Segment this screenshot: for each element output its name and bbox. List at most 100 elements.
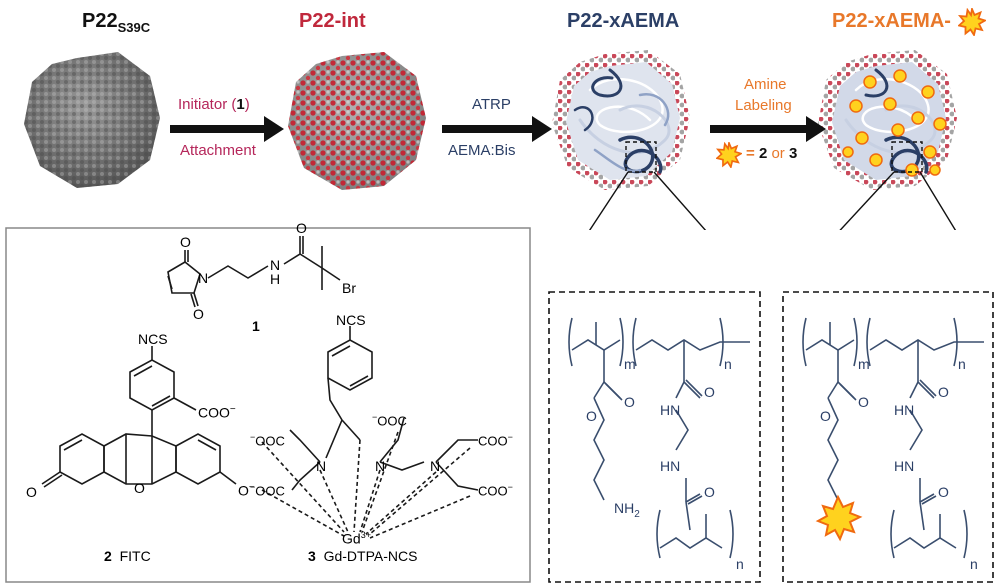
c1-nh-h: H — [270, 271, 281, 287]
c3-n2: N — [375, 458, 386, 474]
compound-box — [5, 227, 531, 583]
poly-right-hn1: HN — [894, 402, 915, 418]
c3-ooc-left: −OOC — [250, 432, 285, 449]
p22-int-title: P22-int — [299, 10, 366, 32]
c3-ooc-left2: −OOC — [250, 482, 285, 499]
poly-left-o-amide1: O — [704, 384, 715, 400]
c2-o-left: O — [26, 484, 37, 500]
capsid-star-labels — [842, 69, 947, 177]
c2-name: FITC — [119, 548, 151, 564]
compound-3-structure — [261, 326, 479, 539]
c3-coo-r1-text: COO — [478, 433, 508, 449]
p22-int-capsid — [288, 52, 426, 190]
c3-ooc-left2-text: OOC — [255, 483, 285, 499]
title-star-icon — [958, 8, 986, 36]
poly-left-hn2: HN — [660, 458, 681, 474]
c2-o-right: O− — [238, 482, 255, 499]
c3-name: Gd-DTPA-NCS — [323, 548, 418, 564]
p22-title-sub: S39C — [117, 20, 151, 35]
poly-right-n-bottom: n — [970, 556, 978, 572]
arrow1-top-pre: Initiator ( — [178, 96, 237, 113]
arrow3-or: or — [771, 145, 785, 162]
poly-left-n-bottom: n — [736, 556, 744, 572]
p22-s39c-title: P22S39C — [82, 10, 150, 35]
arrow3-mid-label: Labeling — [735, 97, 792, 114]
poly-left-hn1: HN — [660, 402, 681, 418]
c1-number: 1 — [252, 318, 260, 334]
c3-coo-r1: COO− — [478, 432, 513, 449]
p22-title-base: P22 — [82, 10, 118, 32]
poly-right-m: m — [858, 356, 870, 372]
c1-br: Br — [342, 280, 356, 296]
arrow3-eq: = — [746, 145, 755, 162]
p22-xaema-labeled-capsid — [818, 50, 957, 190]
arrow3-n2: 2 — [758, 145, 768, 162]
c1-n: N — [198, 270, 209, 286]
polymer-star-icon — [815, 494, 863, 542]
c3-gd-text: Gd — [342, 530, 361, 547]
poly-left-nh2: NH2 — [614, 500, 640, 520]
arrow1-top-label: Initiator (1) — [178, 96, 250, 113]
c2-label: 2 FITC — [104, 548, 151, 564]
c3-n1: N — [316, 458, 327, 474]
c3-ooc-mid: −OOC — [372, 412, 407, 429]
poly-left-n: n — [724, 356, 732, 372]
c3-coo-r2: COO− — [478, 482, 513, 499]
compound-2-structure — [41, 346, 237, 488]
poly-right-o-link: O — [820, 408, 831, 424]
arrow3-top-label: Amine — [744, 76, 787, 93]
polymer-right — [802, 317, 984, 559]
c2-coo: COO− — [198, 404, 236, 421]
p22-xaema-title: P22-xAEMA — [567, 10, 680, 32]
arrow1-top-num: 1 — [236, 96, 245, 113]
c3-label: 3 Gd-DTPA-NCS — [308, 548, 417, 564]
poly-right-o-ester: O — [858, 394, 869, 410]
arrow3-n3: 3 — [788, 145, 798, 162]
poly-right-o-amide1: O — [938, 384, 949, 400]
c3-coo-r2-text: COO — [478, 483, 508, 499]
compound-1-structure — [167, 236, 341, 308]
c1-nh-n: N — [270, 257, 281, 273]
c3-gd-charge: 3+ — [360, 530, 371, 540]
c1-o-bot: O — [193, 306, 204, 322]
poly-right-n: n — [958, 356, 966, 372]
arrow-2 — [442, 116, 552, 142]
c3-gd: Gd3+ — [342, 530, 371, 547]
poly-left-nh2-text: NH — [614, 500, 635, 516]
poly-right-hn2: HN — [894, 458, 915, 474]
arrow3-bottom-label: = 2 or 3 — [746, 145, 797, 162]
arrow-1 — [170, 116, 284, 142]
arrow1-top-post: ) — [244, 96, 250, 113]
poly-left-o-ester: O — [624, 394, 635, 410]
arrow1-bottom-label: Attachment — [180, 142, 256, 159]
poly-right-o-amide2: O — [938, 484, 949, 500]
zoom-lines — [588, 171, 957, 230]
c3-n3: N — [430, 458, 441, 474]
p22-xaema-capsid — [552, 50, 690, 190]
c1-o-amide: O — [296, 220, 307, 236]
c2-coo-text: COO — [198, 404, 230, 421]
p22-s39c-capsid — [24, 52, 160, 188]
c3-ooc-left-text: OOC — [255, 433, 285, 449]
c3-ooc-mid-text: OOC — [377, 413, 407, 429]
c2-o-right-text: O — [238, 482, 249, 499]
capsid-illustrations — [24, 50, 957, 230]
poly-left-o-link: O — [586, 408, 597, 424]
p22-xaema-label-title: P22-xAEMA- — [832, 10, 951, 33]
poly-left-m: m — [624, 356, 636, 372]
arrow3-star-icon — [716, 142, 742, 168]
c1-o-top: O — [180, 234, 191, 250]
c2-number: 2 — [104, 548, 112, 564]
poly-left-nh2-sub: 2 — [634, 508, 640, 520]
c2-o-ring: O — [134, 480, 145, 496]
c2-ncs: NCS — [138, 331, 168, 347]
arrow2-top-label: ATRP — [472, 96, 511, 113]
p22-xaema-label-text: P22-xAEMA- — [832, 10, 951, 32]
arrow-3 — [710, 116, 826, 142]
poly-left-o-amide2: O — [704, 484, 715, 500]
arrow2-bottom-label: AEMA:Bis — [448, 142, 516, 159]
c3-ncs: NCS — [336, 312, 366, 328]
c3-number: 3 — [308, 548, 316, 564]
polymer-left — [568, 317, 750, 559]
